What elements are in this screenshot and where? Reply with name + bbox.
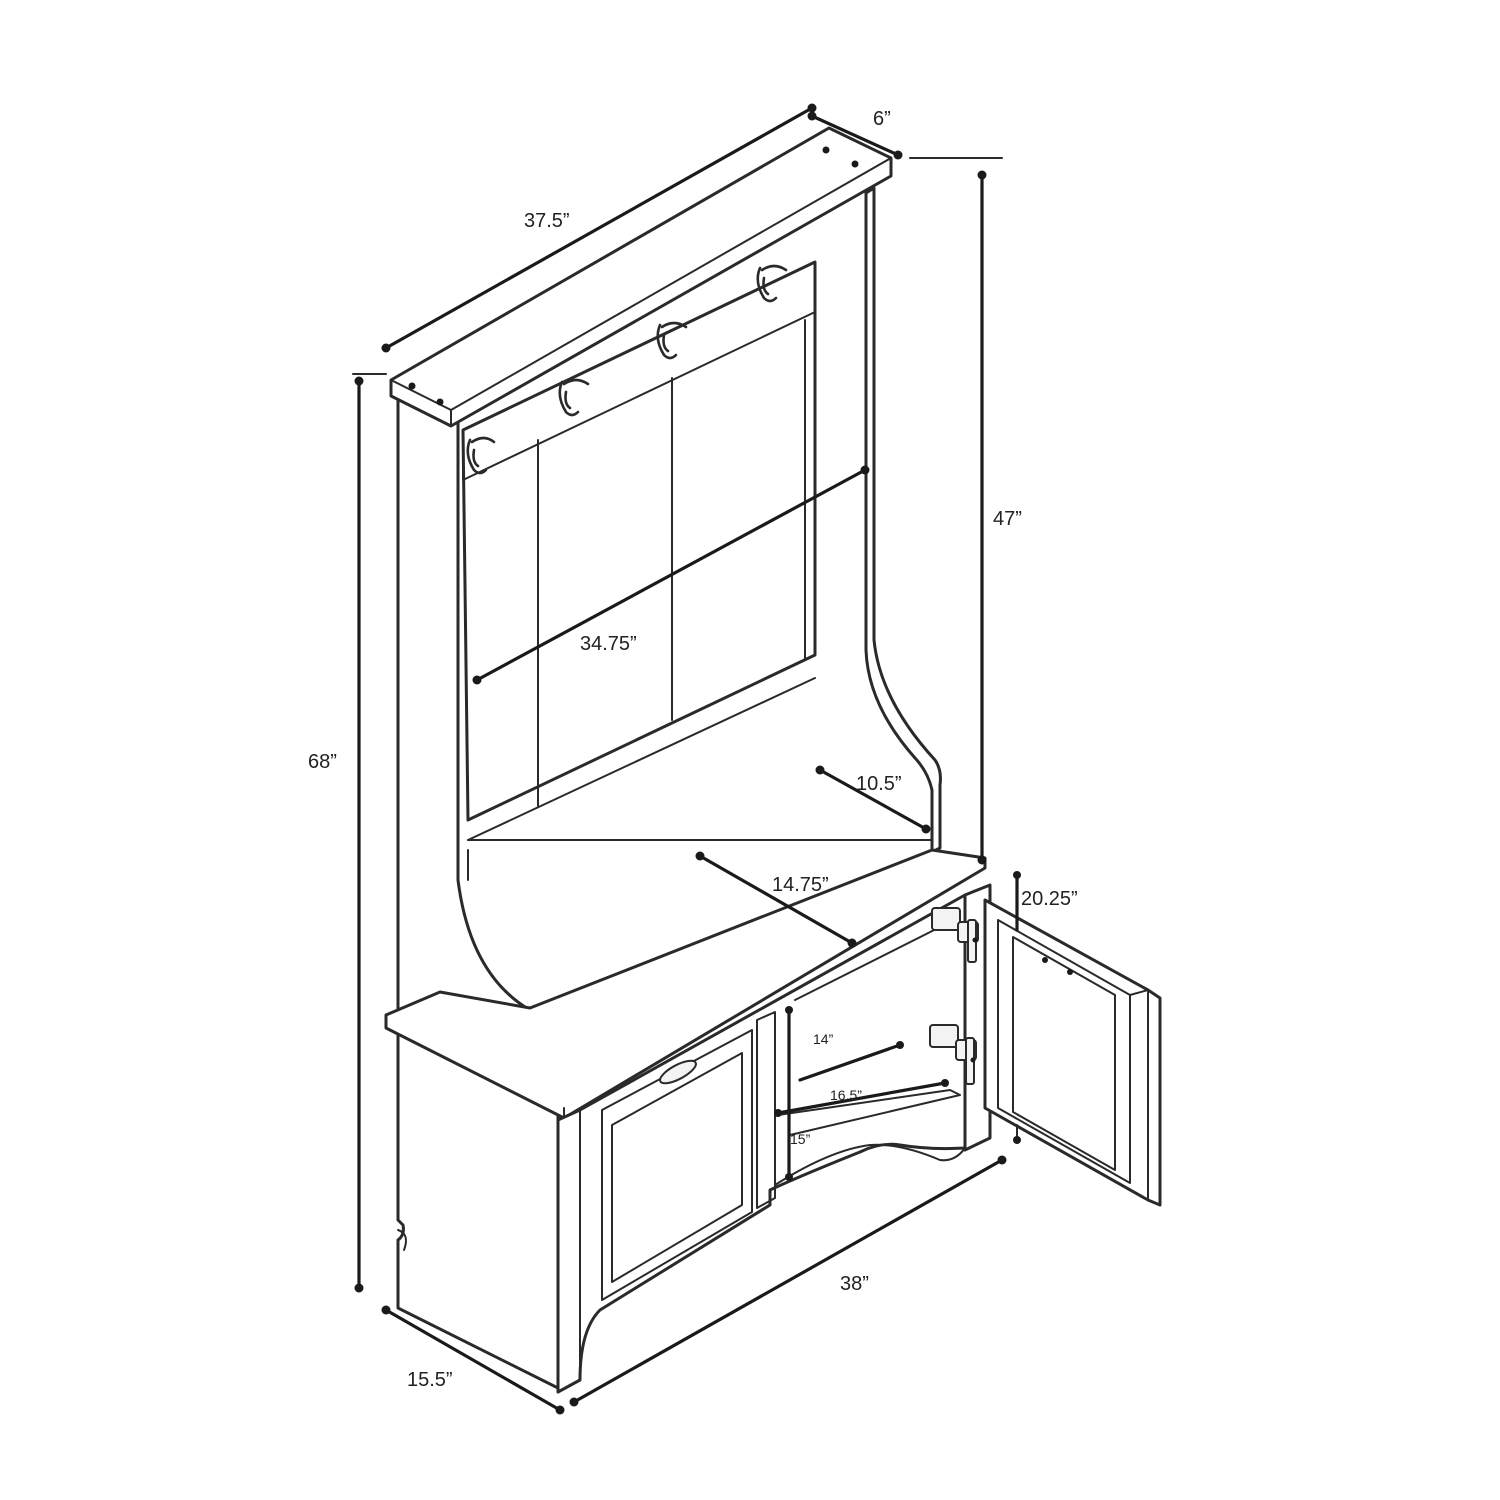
- label-side-depth: 10.5”: [856, 773, 902, 795]
- label-inner-width: 34.75”: [580, 633, 637, 655]
- dimension-lines: [352, 103, 1021, 1415]
- label-upper-height: 47”: [993, 508, 1022, 530]
- label-depth-top: 6”: [873, 108, 891, 130]
- hinge-icon: [931, 907, 979, 963]
- back-panel: [461, 260, 817, 822]
- label-shelf-depth: 14”: [813, 1031, 834, 1047]
- hook-icon: [756, 264, 788, 303]
- left-door: [601, 1029, 753, 1301]
- label-base-depth: 15.5”: [407, 1369, 453, 1391]
- inner-shelf: [777, 1089, 961, 1136]
- label-total-height: 68”: [308, 751, 337, 773]
- dimension-labels: 6” 37.5” 47” 34.75” 68” 10.5” 14.75” 20.…: [308, 108, 1078, 1391]
- label-shelf-width: 16.5”: [830, 1087, 862, 1103]
- label-base-width: 38”: [840, 1273, 869, 1295]
- top-shelf: [389, 126, 893, 428]
- hinge-icon: [929, 1024, 977, 1085]
- hall-tree-drawing: [384, 126, 1162, 1394]
- hook-icon: [466, 436, 496, 475]
- right-side-panel: [864, 186, 942, 854]
- cabinet-left-side: [396, 1028, 560, 1390]
- label-seat-depth: 14.75”: [772, 874, 829, 896]
- coat-hooks: [466, 264, 788, 475]
- open-cabinet-door: [983, 898, 1162, 1207]
- door-handle-icon: [659, 1059, 697, 1085]
- hook-icon: [558, 378, 590, 417]
- label-cabinet-height: 20.25”: [1021, 888, 1078, 910]
- hook-icon: [656, 321, 688, 360]
- label-width-top: 37.5”: [524, 210, 570, 232]
- cabinet-front-frame: [556, 893, 967, 1394]
- label-shelf-height: 15”: [790, 1131, 811, 1147]
